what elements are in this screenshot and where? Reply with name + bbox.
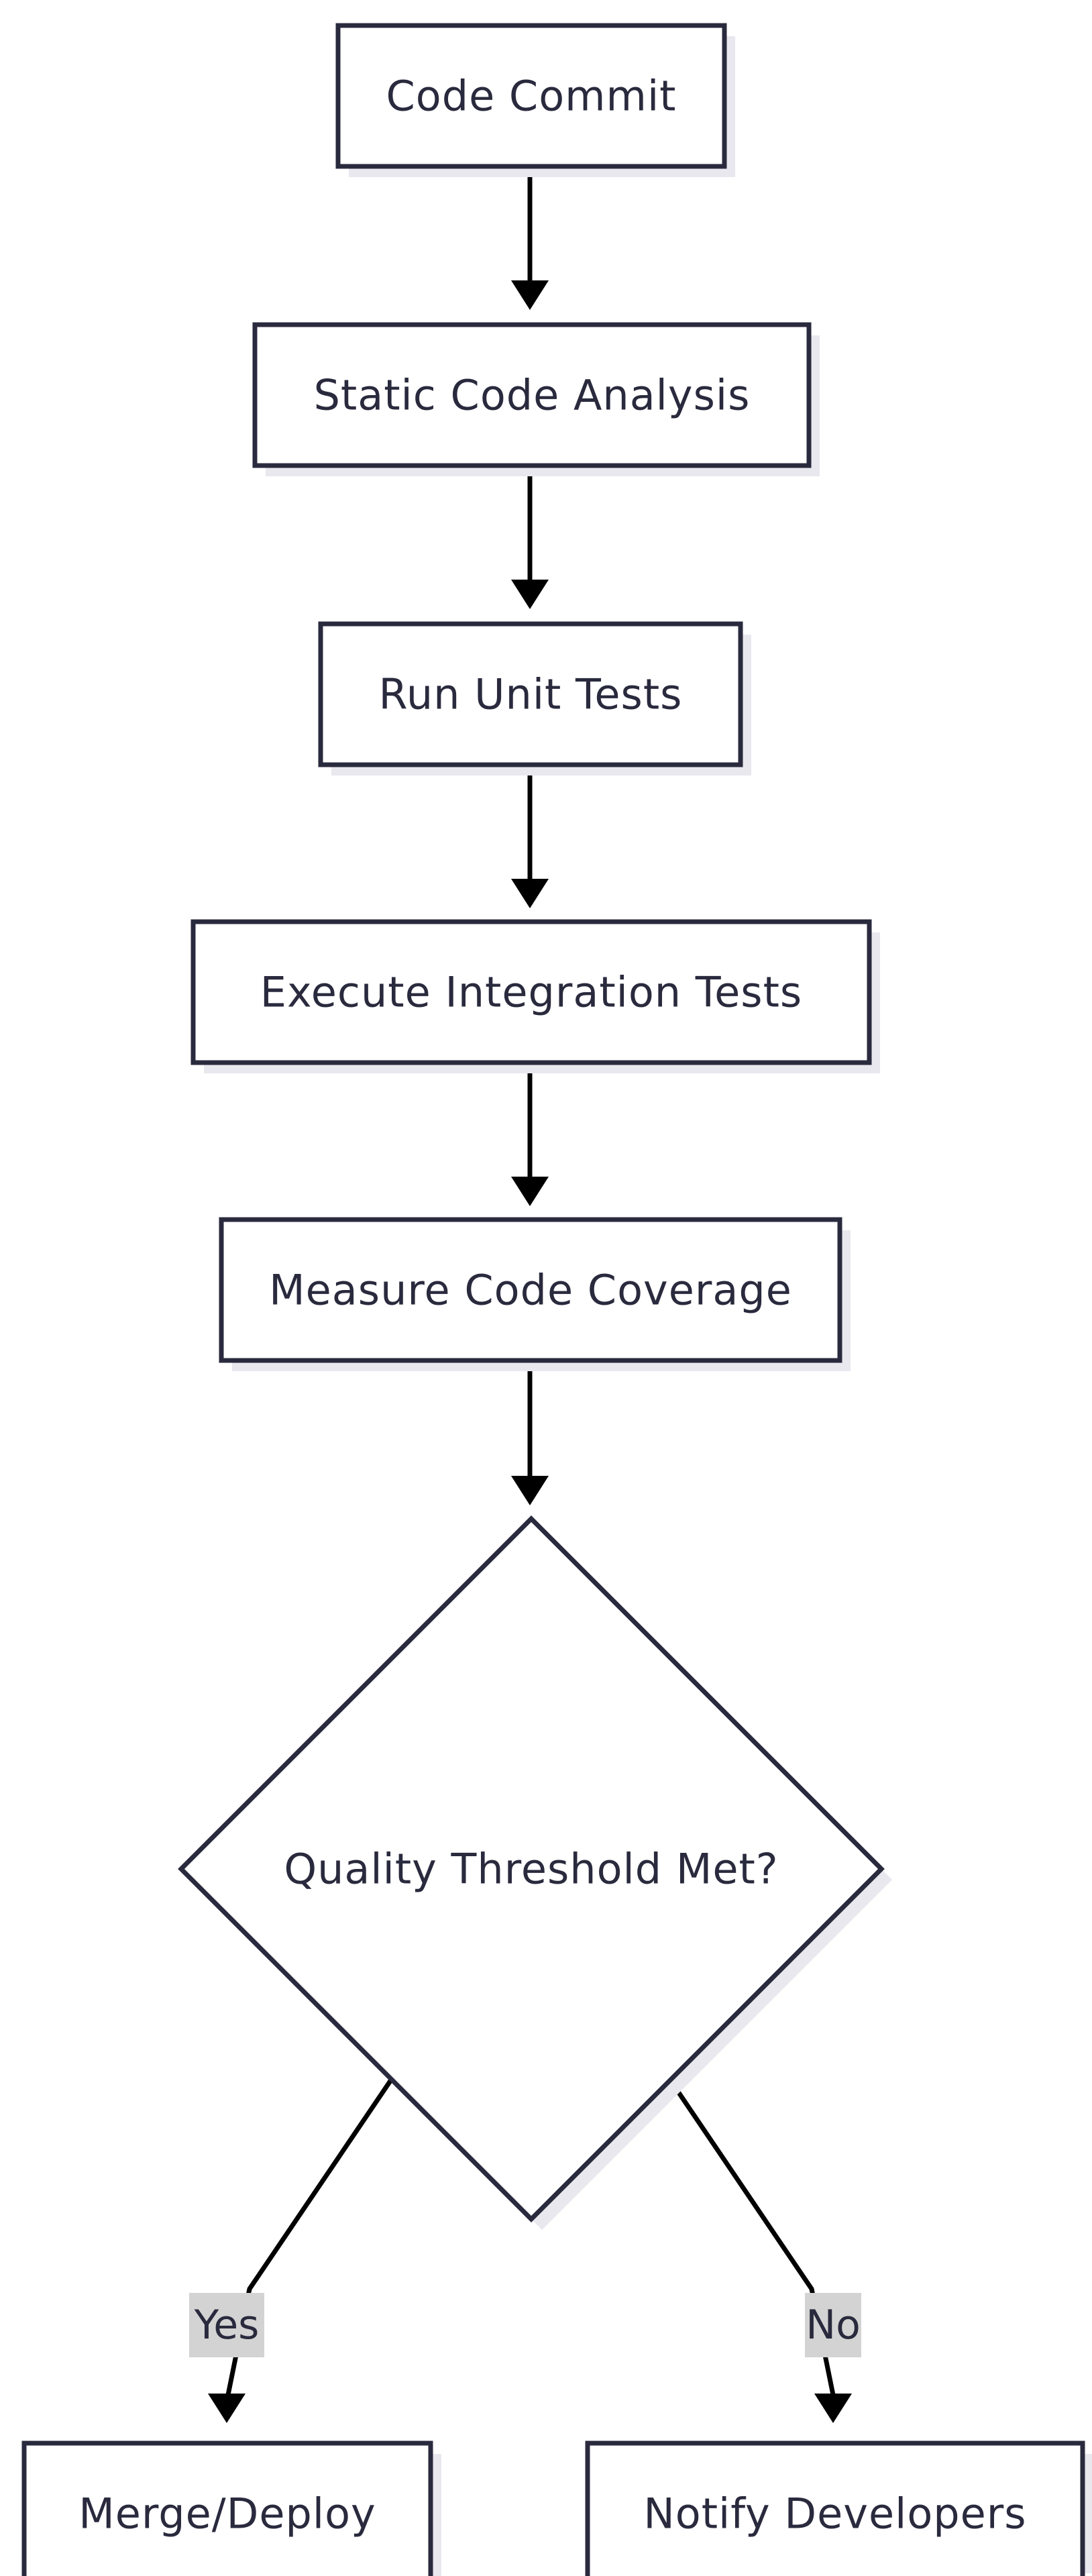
node-coverage: Measure Code Coverage [219,1217,851,1371]
node-static-analysis-box [252,322,812,468]
edge-decision-to-merge [225,2076,395,2396]
node-code-commit-label: Code Commit [386,72,677,121]
arrowhead-integration [511,879,549,908]
edge-label-yes-text: Yes [194,2302,260,2349]
edge-label-yes-bg [189,2293,264,2357]
node-quality-check-label: Quality Threshold Met? [284,1845,778,1894]
node-unit-tests-box [318,621,743,767]
edge-label-no-text: No [806,2302,861,2349]
edge-label-no-bg [805,2293,861,2357]
node-integration-tests: Execute Integration Tests [190,919,880,1073]
node-unit-tests-label: Run Unit Tests [379,670,683,719]
node-code-commit: Code Commit [335,23,735,177]
node-coverage-box [219,1217,842,1363]
edge-decision-to-notify [666,2076,836,2396]
node-quality-check: Quality Threshold Met? [178,1515,892,2230]
arrowhead-merge [208,2394,245,2423]
node-quality-check-diamond [178,1515,885,2222]
arrowhead-unit [511,580,549,609]
node-integration-tests-box [190,919,872,1065]
arrowhead-analysis [511,280,549,310]
node-code-commit-box [335,23,727,169]
node-integration-tests-label: Execute Integration Tests [260,968,802,1017]
edge-label-yes: Yes [189,2293,264,2357]
node-coverage-label: Measure Code Coverage [269,1266,792,1315]
node-unit-tests: Run Unit Tests [318,621,751,775]
edges [208,165,852,2423]
node-static-analysis-label: Static Code Analysis [314,371,751,420]
node-notify-label: Notify Developers [643,2489,1026,2538]
arrowhead-notify [814,2394,852,2423]
node-merge-deploy: Merge/Deploy [21,2440,441,2576]
node-merge-deploy-box [21,2440,433,2576]
arrowhead-coverage [511,1177,549,1206]
node-merge-deploy-label: Merge/Deploy [78,2489,376,2538]
node-notify-box [585,2440,1085,2576]
node-static-analysis: Static Code Analysis [252,322,820,476]
arrowhead-decision [511,1476,549,1505]
edge-label-no: No [805,2293,861,2357]
node-notify: Notify Developers [585,2440,1092,2576]
